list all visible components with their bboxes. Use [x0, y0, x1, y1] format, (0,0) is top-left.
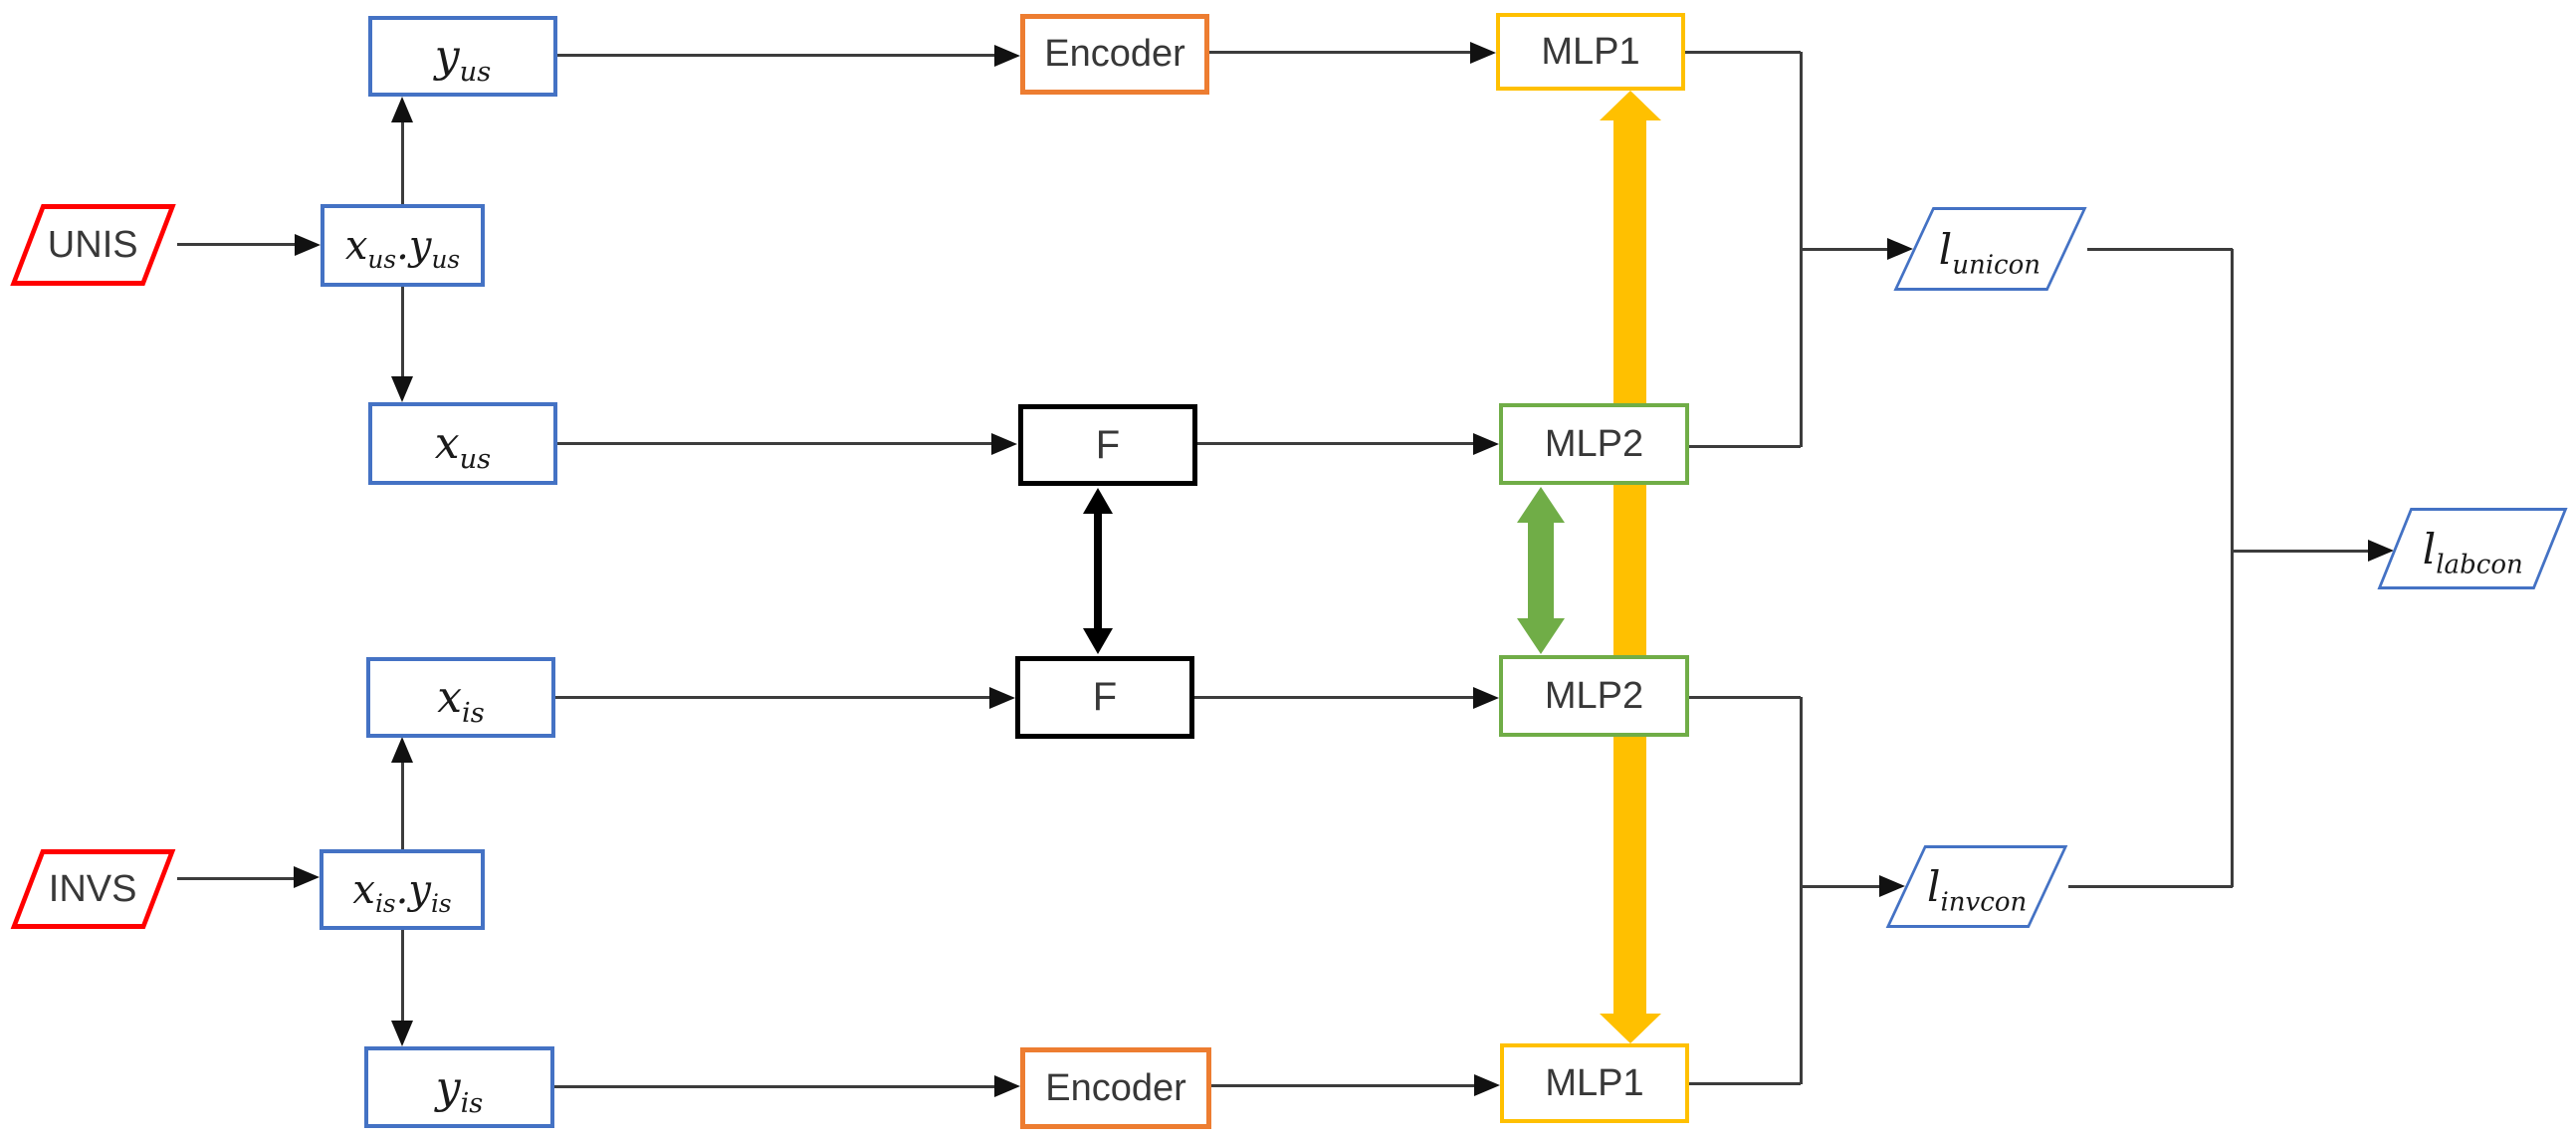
edge-labcon-merge-vertical [2231, 249, 2234, 887]
green-arrowhead-up-icon [1517, 487, 1565, 523]
l-invcon-label: linvcon [1926, 862, 2028, 918]
edge-to-lunicon [1802, 248, 1887, 251]
node-mlp1-bottom: MLP1 [1500, 1043, 1689, 1123]
arrowhead-icon [295, 234, 321, 256]
edge-invs-to-pair [177, 877, 294, 880]
node-mlp2-bottom: MLP2 [1499, 655, 1689, 737]
arrowhead-icon [1887, 238, 1913, 260]
f-top-label: F [1095, 422, 1121, 467]
node-encoder-top: Encoder [1020, 14, 1209, 95]
mlp1-top-label: MLP1 [1541, 30, 1640, 73]
edge-f-to-mlp2-bottom [1194, 696, 1473, 699]
green-arrowhead-down-icon [1517, 618, 1565, 654]
edge-pair-to-xis [401, 763, 404, 849]
arrowhead-icon [1470, 42, 1496, 64]
edge-linvcon-out-stub [2068, 885, 2233, 888]
x-is-label: xis [437, 672, 485, 729]
node-encoder-bottom: Encoder [1020, 1047, 1211, 1129]
edge-invcon-merge-vertical [1800, 697, 1803, 1084]
black-arrow-shaft [1094, 512, 1102, 630]
gold-arrowhead-up-icon [1600, 91, 1661, 120]
encoder-bottom-label: Encoder [1045, 1066, 1186, 1109]
edge-f-to-mlp2 [1197, 442, 1473, 445]
edge-to-llabcon [2232, 550, 2368, 553]
arrowhead-icon [991, 433, 1017, 455]
mlp2-bottom-label: MLP2 [1544, 674, 1644, 717]
y-us-label: yus [434, 31, 492, 88]
gold-arrow-shaft [1613, 118, 1646, 1016]
x-us-y-us-label: xus.yus [344, 222, 461, 274]
node-x-us-y-us: xus.yus [321, 204, 485, 287]
unis-label: UNIS [48, 223, 138, 266]
edge-yus-to-encoder [557, 54, 994, 57]
output-l-labcon: llabcon [2377, 508, 2568, 589]
node-x-is: xis [366, 657, 555, 738]
f-bottom-label: F [1092, 675, 1118, 719]
node-y-is: yis [364, 1046, 554, 1128]
arrowhead-icon [1473, 687, 1499, 709]
edge-pair-to-yus [401, 122, 404, 204]
output-l-invcon: linvcon [1885, 845, 2068, 928]
edge-unicon-merge-vertical [1800, 52, 1803, 447]
green-arrow-shaft [1528, 521, 1554, 620]
mlp1-bottom-label: MLP1 [1545, 1061, 1644, 1104]
arrowhead-icon [1473, 433, 1499, 455]
edge-to-linvcon [1802, 885, 1879, 888]
arrowhead-icon [1474, 1074, 1500, 1096]
node-x-is-y-is: xis.yis [320, 849, 485, 930]
x-us-label: xus [434, 418, 492, 475]
node-y-us: yus [368, 16, 557, 97]
input-unis: UNIS [10, 204, 176, 286]
arrowhead-icon [391, 737, 413, 763]
gold-arrowhead-down-icon [1600, 1014, 1661, 1043]
edge-mlp2-out-stub [1689, 445, 1801, 448]
node-x-us: xus [368, 402, 557, 485]
edge-encoder-to-mlp1-bottom [1211, 1084, 1474, 1087]
arrowhead-icon [391, 1021, 413, 1046]
node-mlp2-top: MLP2 [1499, 403, 1689, 485]
edge-mlp1-out-stub [1685, 51, 1801, 54]
arrowhead-icon [294, 866, 320, 888]
edge-mlp1b-out-stub [1689, 1082, 1801, 1085]
node-mlp1-top: MLP1 [1496, 13, 1685, 91]
x-is-y-is-label: xis.yis [352, 866, 452, 918]
node-f-top: F [1018, 404, 1197, 486]
l-labcon-label: llabcon [2422, 524, 2523, 579]
l-unicon-label: lunicon [1939, 224, 2041, 280]
mlp2-top-label: MLP2 [1544, 422, 1644, 465]
edge-yis-to-encoder [554, 1085, 994, 1088]
invs-label: INVS [49, 867, 137, 910]
arrowhead-icon [1879, 875, 1905, 897]
arrowhead-icon [391, 97, 413, 122]
input-invs: INVS [10, 849, 176, 929]
black-arrowhead-up-icon [1083, 488, 1113, 514]
encoder-top-label: Encoder [1044, 33, 1185, 75]
arrowhead-icon [994, 1075, 1020, 1097]
edge-xis-to-f [555, 696, 989, 699]
edge-mlp2b-out-stub [1689, 696, 1801, 699]
arrowhead-icon [989, 687, 1015, 709]
y-is-label: yis [435, 1061, 484, 1119]
arrowhead-icon [994, 45, 1020, 67]
edge-encoder-to-mlp1 [1209, 51, 1470, 54]
arrowhead-icon [391, 376, 413, 402]
black-arrowhead-down-icon [1083, 628, 1113, 654]
edge-xus-to-f [557, 442, 991, 445]
edge-pair-to-yis [401, 929, 404, 1021]
edge-pair-to-xus [401, 286, 404, 376]
edge-lunicon-out-stub [2087, 248, 2233, 251]
arrowhead-icon [2368, 540, 2394, 562]
edge-unis-to-pair [177, 243, 295, 246]
node-f-bottom: F [1015, 656, 1194, 739]
output-l-unicon: lunicon [1893, 207, 2087, 291]
